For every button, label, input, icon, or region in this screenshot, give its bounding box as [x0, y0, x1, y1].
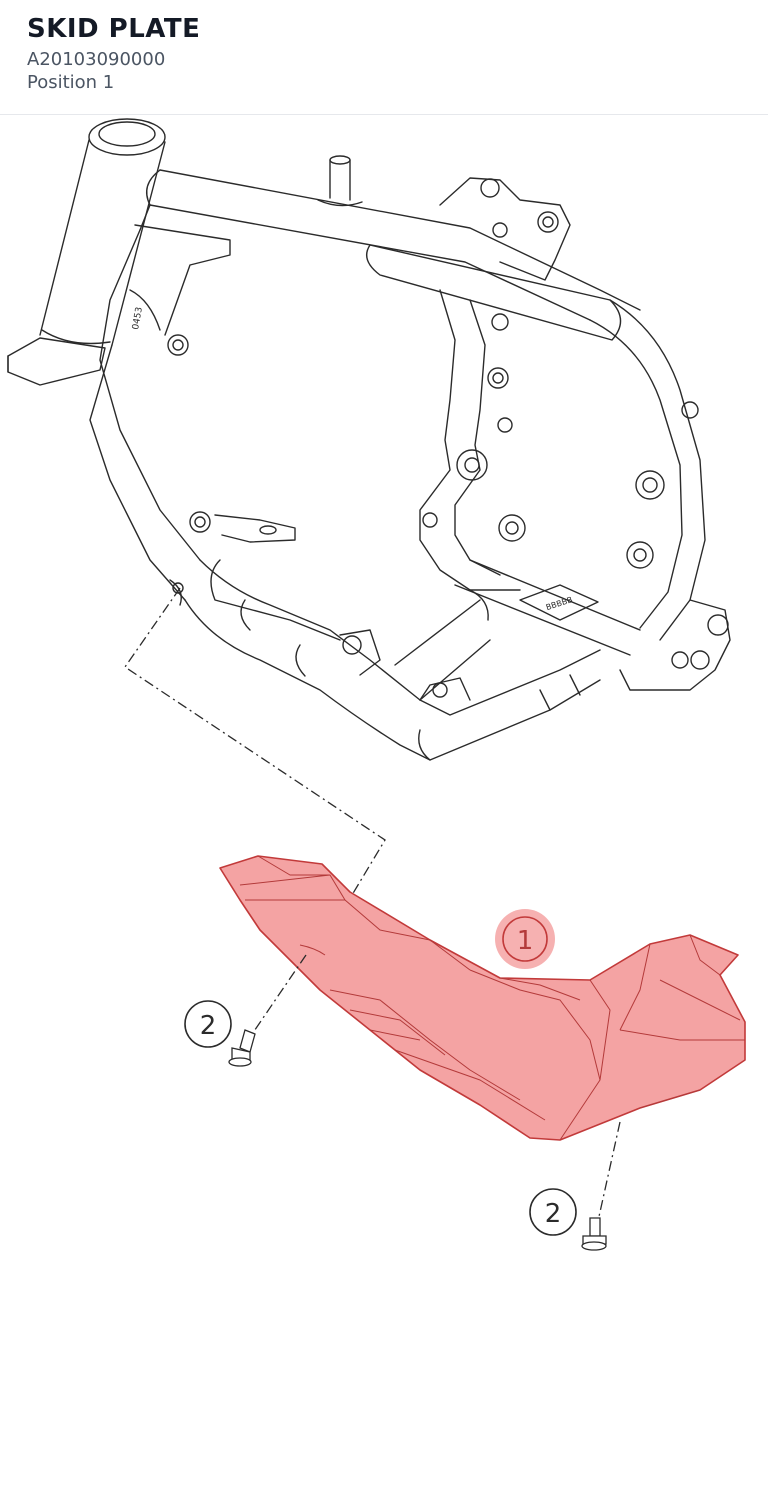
callout-2-left-label: 2 — [200, 1011, 217, 1041]
part-number: A20103090000 — [27, 49, 166, 70]
page-header: SKID PLATE A20103090000 Position 1 — [0, 0, 768, 115]
bolt-right[interactable] — [581, 1217, 607, 1251]
callout-1[interactable]: 1 — [495, 909, 555, 969]
frame-label-code: BBBBB — [545, 595, 574, 612]
page-title: SKID PLATE — [27, 14, 201, 44]
bolt-left[interactable] — [228, 1029, 256, 1067]
callout-2-right[interactable]: 2 — [529, 1188, 577, 1236]
skid-plate[interactable] — [219, 855, 746, 1141]
leader-line-frame — [124, 587, 386, 896]
callout-2-right-label: 2 — [545, 1199, 562, 1229]
callout-2-left[interactable]: 2 — [184, 1000, 232, 1048]
motorcycle-frame: BBBBB 0453 — [7, 118, 731, 761]
frame-label-number: 0453 — [131, 306, 145, 330]
position-label: Position 1 — [27, 72, 115, 93]
diagram-svg: BBBBB 0453 — [7, 118, 746, 1251]
callout-1-label: 1 — [517, 926, 534, 956]
exploded-view-diagram: BBBBB 0453 — [0, 115, 768, 1491]
leader-line-bolt-left — [247, 954, 307, 1041]
leader-line-bolt-right — [595, 1121, 621, 1231]
